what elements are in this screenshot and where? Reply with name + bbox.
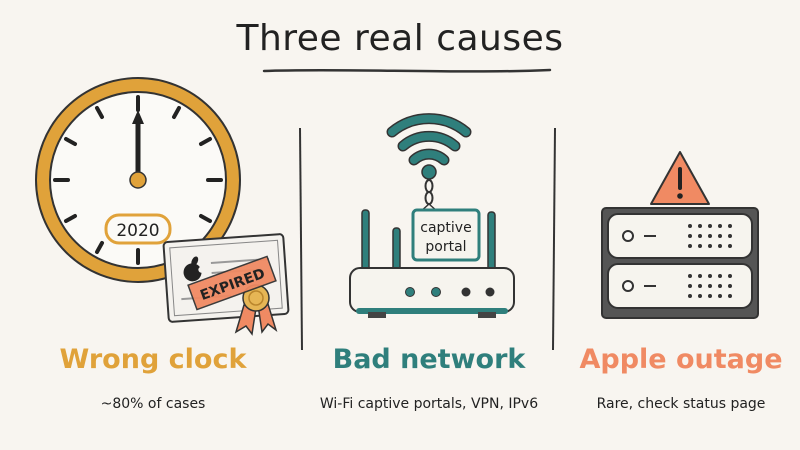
clock-icon: [35, 77, 241, 283]
wrong-clock-heading: Wrong clock: [59, 344, 247, 375]
apple-logo-icon: [183, 256, 205, 282]
antenna-icon: [361, 209, 496, 273]
title-underline: [262, 68, 552, 73]
apple-outage-subtitle: Rare, check status page: [596, 396, 766, 412]
router-icon: [349, 209, 515, 318]
server-rack-icon: [601, 207, 759, 319]
divider-right: [552, 127, 556, 351]
divider-left: [299, 127, 303, 351]
apple-outage-heading: Apple outage: [579, 344, 783, 375]
wrong-clock-subtitle: ~80% of cases: [100, 396, 206, 412]
captive-portal-sign: [411, 203, 481, 262]
sign-line-1: captive: [420, 220, 471, 236]
seal-icon: [234, 284, 278, 336]
chain-icon: [424, 179, 434, 205]
bad-network-heading: Bad network: [332, 344, 526, 375]
bad-network-subtitle: Wi-Fi captive portals, VPN, IPv6: [319, 396, 539, 412]
clock-year-label: 2020: [116, 221, 159, 241]
page-title: Three real causes: [236, 18, 564, 59]
wifi-icon: [386, 113, 472, 180]
sign-line-2: portal: [425, 239, 466, 255]
warning-icon: [650, 151, 710, 205]
